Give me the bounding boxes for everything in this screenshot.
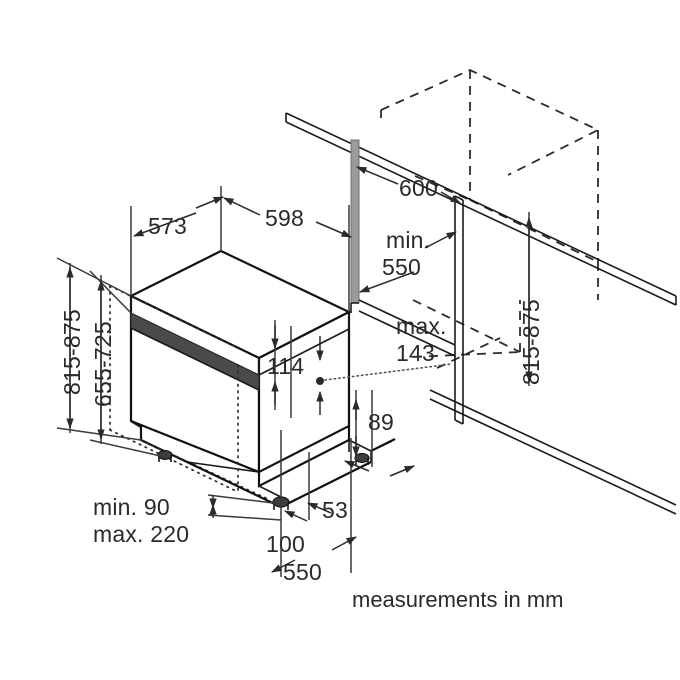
- dim-label-niche-height-left: 815-875: [59, 309, 85, 395]
- dim-label-base-depth-550: 550: [283, 559, 322, 585]
- dim-arrow-width-598-right: [315, 221, 352, 238]
- units-caption: measurements in mm: [352, 587, 564, 612]
- cabinet-floor-lines: [350, 299, 456, 357]
- dim-arrow-573-right: [195, 196, 224, 209]
- dim-label-niche-height-right: 815-875: [518, 299, 544, 385]
- upper-cabinet-dashed-outline: [380, 69, 601, 369]
- dim-arrow-min550-up: [424, 231, 457, 249]
- dim-arrow-600-right: [440, 191, 461, 204]
- dim-arrow-53-left: [344, 460, 370, 472]
- foot-left: [157, 449, 173, 461]
- dim-arrow-550-left: [271, 559, 296, 573]
- dim-arrow-100-left: [284, 510, 308, 522]
- dim-arrow-100-right: [307, 502, 332, 514]
- dim-label-control-panel-114: 114: [267, 353, 304, 379]
- dim-arrow-53-right: [389, 465, 415, 477]
- dim-label-plinth-recess-max: max. 220: [93, 521, 189, 547]
- dimension-arrows: [66, 166, 533, 573]
- dim-label-base-front-100: 100: [266, 531, 305, 557]
- dim-label-plinth-89: 89: [368, 409, 394, 435]
- dim-label-foot-offset-53: 53: [322, 497, 348, 523]
- foot-right: [354, 452, 370, 464]
- dim-label-door-height: 655-725: [90, 321, 116, 407]
- dim-label-overhang-143: 143: [396, 340, 435, 366]
- dim-arrow-width-598-left: [223, 197, 261, 216]
- dim-arrow-550-right: [331, 536, 357, 551]
- dim-label-min-prefix: min.: [386, 227, 430, 253]
- dim-arrow-depth-573: [133, 212, 197, 237]
- max-143-leader: [316, 363, 453, 385]
- dim-label-niche-width-600: 600: [399, 175, 438, 201]
- dim-arrow-min550-down: [359, 271, 415, 293]
- dim-label-width-598: 598: [265, 205, 304, 231]
- dim-arrow-600-left: [356, 166, 399, 185]
- dim-label-plinth-recess-min: min. 90: [93, 494, 170, 520]
- cabinet-side-wall: [350, 139, 464, 425]
- dim-label-max-prefix: max.: [396, 313, 447, 339]
- dim-label-depth-573: 573: [148, 213, 187, 239]
- dim-label-niche-depth-550: 550: [382, 254, 421, 280]
- leader-dot: [316, 377, 324, 385]
